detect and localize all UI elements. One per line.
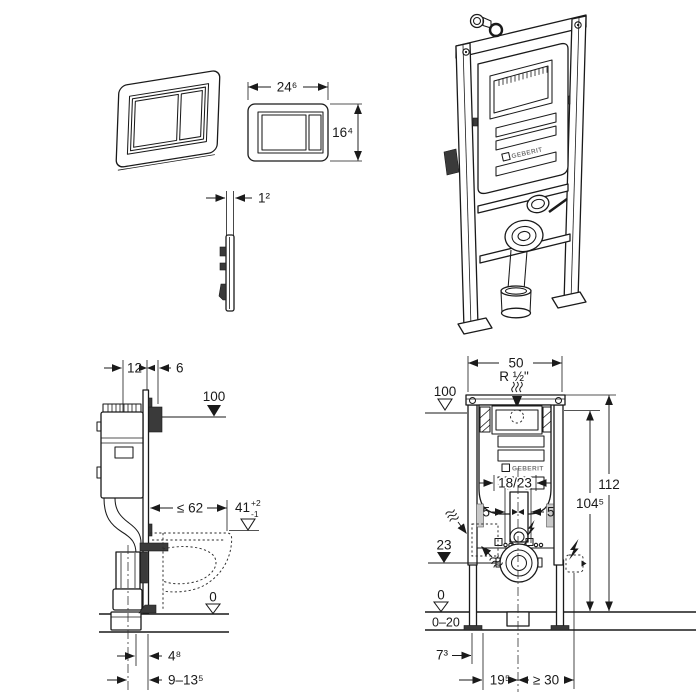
level-marker-filled xyxy=(207,405,221,417)
meter-mark-label: 100 xyxy=(203,389,226,404)
frame-foot xyxy=(550,625,570,631)
flush-pipe-dim: 18/23 xyxy=(498,476,532,491)
plate-side-body xyxy=(225,234,235,312)
rim-tol-upper: +2 xyxy=(251,498,261,508)
plate-large-button xyxy=(133,93,179,148)
flush-pipe xyxy=(509,491,529,543)
upper-height-dim: 104⁵ xyxy=(576,496,604,511)
frame-depth-dim: 12 xyxy=(127,361,142,376)
outlet-wall-dim: 4⁸ xyxy=(168,649,181,664)
installation-frame-side-view: 12 6 100 ≤ 62 41 +2 -1 0 xyxy=(96,360,261,692)
flush-pipe-stub xyxy=(139,542,169,552)
drain-socket xyxy=(110,611,142,631)
flush-plate-side-view: 1² xyxy=(206,191,271,312)
offset-left-dim: 5 xyxy=(482,505,490,520)
plate-body xyxy=(115,70,221,168)
o-ring xyxy=(488,22,504,38)
frame-leg-right xyxy=(555,559,565,627)
cross-brace xyxy=(477,183,569,214)
frame-foot xyxy=(463,625,483,631)
frame-rail-right xyxy=(553,404,564,566)
toilet-outline-dashed xyxy=(150,532,233,593)
wall-bracket xyxy=(147,406,163,433)
drain-flange xyxy=(504,219,544,253)
plate-clip-hook xyxy=(218,283,227,301)
frame-leg-left xyxy=(468,559,478,627)
flush-valve xyxy=(114,446,134,459)
supply-arrow xyxy=(512,396,522,408)
level-marker-filled xyxy=(437,552,451,563)
installation-frame-perspective: GEBERIT xyxy=(443,13,587,335)
rim-height-dim: 41 xyxy=(235,500,250,515)
offset-right-dim: 5 xyxy=(547,505,555,520)
plate-height-dim: 16⁴ xyxy=(332,125,353,140)
frame-foot-left xyxy=(457,317,493,335)
cistern-side xyxy=(100,411,144,499)
socket-distance-dim: ≥ 30 xyxy=(533,673,559,688)
screed-range-label: 0–20 xyxy=(432,616,460,630)
cistern-inspection-opening xyxy=(491,405,543,435)
level-marker-open xyxy=(432,601,450,613)
plate-front-small-button xyxy=(308,114,322,151)
floor-zero-label: 0 xyxy=(209,590,217,605)
plate-front-body xyxy=(247,103,329,162)
water-connection-label: R ½" xyxy=(499,369,529,384)
installation-frame-front-view: 50 R ½" GEBERIT 18/23 5 5 23 xyxy=(425,356,696,692)
flush-pipe-stub xyxy=(526,194,550,214)
leg-offset-dim: 7³ xyxy=(436,648,449,663)
plate-clip xyxy=(219,246,227,257)
plate-width-dim: 24⁶ xyxy=(277,80,298,95)
flush-plate-perspective xyxy=(115,70,221,171)
frame-width-dim: 50 xyxy=(508,356,523,371)
drain-socket xyxy=(500,307,532,319)
level-marker-open xyxy=(204,603,222,615)
flush-plate-front-view: 24⁶ 16⁴ xyxy=(247,80,362,162)
flush-bend xyxy=(103,497,137,555)
moisture-icon xyxy=(444,507,460,524)
meter-mark-label: 100 xyxy=(434,384,457,399)
floor-zero-label: 0 xyxy=(437,588,445,603)
cistern-front xyxy=(478,404,552,515)
outlet-range-dim: 9–13⁵ xyxy=(168,673,204,688)
lightning-icon xyxy=(569,539,579,560)
water-supply-point xyxy=(510,409,524,424)
wall-bracket xyxy=(443,148,460,176)
total-height-dim: 112 xyxy=(598,477,620,492)
level-marker-open xyxy=(240,518,256,531)
level-marker-open xyxy=(437,398,453,411)
outlet-height-dim: 23 xyxy=(436,538,451,553)
cistern-comb-teeth xyxy=(498,66,548,86)
bracket-offset-dim: 6 xyxy=(176,361,184,376)
frame-foot xyxy=(138,604,157,614)
outlet-center-dim: 19⁵ xyxy=(490,673,511,688)
plate-small-button xyxy=(179,90,203,141)
plate-thickness-dim: 1² xyxy=(258,191,271,206)
rim-tol-lower: -1 xyxy=(251,509,259,519)
plate-clip xyxy=(219,262,227,271)
frame-rail-left xyxy=(467,404,478,566)
power-socket-box xyxy=(565,554,584,573)
cistern-body xyxy=(477,42,569,195)
supply-fitting xyxy=(469,13,485,29)
frame-foot-right xyxy=(551,291,587,309)
plate-front-large-button xyxy=(261,114,307,151)
bowl-depth-dim: ≤ 62 xyxy=(177,501,203,516)
geberit-logo-text: GEBERIT xyxy=(512,466,544,473)
cistern-inspection-opening xyxy=(489,59,553,120)
